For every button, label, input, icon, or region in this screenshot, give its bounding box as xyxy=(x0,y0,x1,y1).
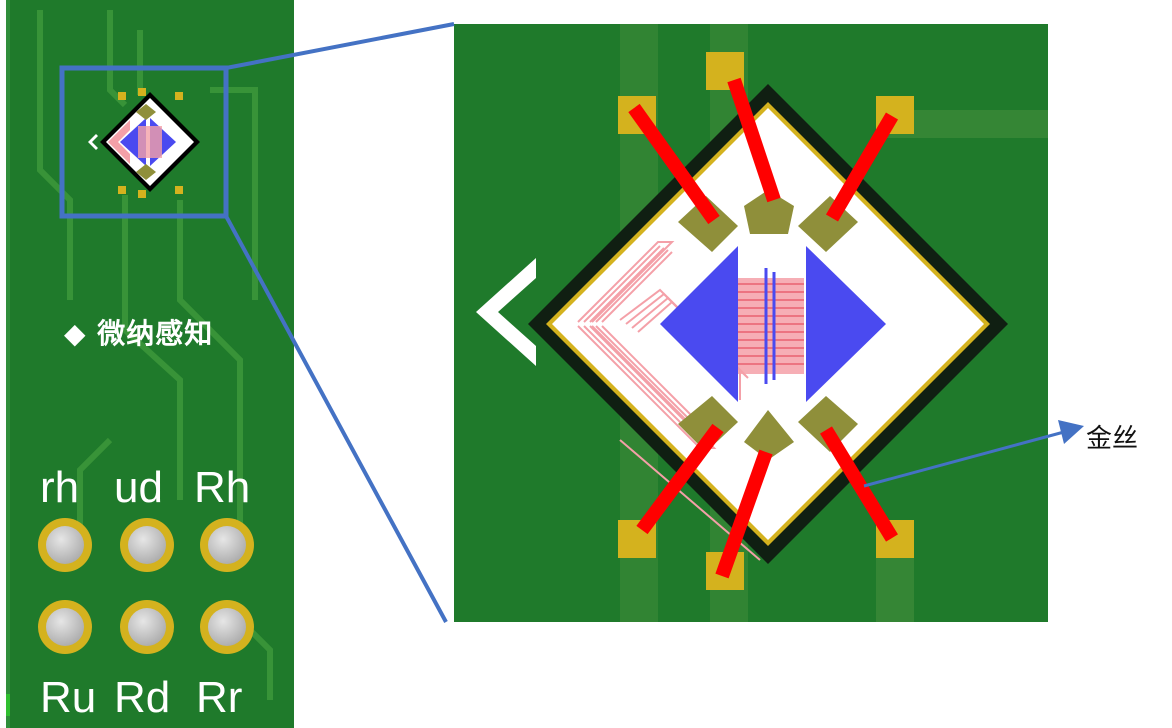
zoom-view xyxy=(454,24,1048,622)
pcb-board-edge xyxy=(6,0,10,728)
pin-label-Rr: Rr xyxy=(196,673,243,722)
zoom-line-bottom xyxy=(224,215,448,623)
chip-pad-br xyxy=(798,396,858,452)
electrode-right xyxy=(806,246,886,402)
zoom-line-top xyxy=(225,22,455,70)
pin-pad-Ru xyxy=(38,600,92,654)
callout-arrow-line xyxy=(863,430,1065,488)
pcb-chip-small xyxy=(88,88,200,198)
board-corner-mark xyxy=(6,694,10,716)
heater-serpentine xyxy=(577,241,761,561)
pin-pad-ud xyxy=(120,518,174,572)
pin-label-Ru: Ru xyxy=(40,673,97,722)
pin-pad-rh xyxy=(38,518,92,572)
sensing-resistor xyxy=(738,278,804,374)
zoom-source-box xyxy=(59,65,229,219)
pin-label-ud: ud xyxy=(114,463,163,512)
chip-pad-tl xyxy=(678,196,738,252)
pin-label-Rd: Rd xyxy=(114,673,171,722)
bond-wires xyxy=(628,77,899,579)
pin-pad-Rd xyxy=(120,600,174,654)
logo-text: 微纳感知 xyxy=(97,317,214,350)
chip-pad-bl xyxy=(678,396,738,452)
pin-label-Rh: Rh xyxy=(194,463,251,512)
pin-pad-Rr xyxy=(200,600,254,654)
logo-icon: ◆ xyxy=(64,317,98,350)
orientation-mark-icon xyxy=(476,258,536,366)
callout-label-gold-wire: 金丝 xyxy=(1086,424,1139,454)
pin-pad-Rh xyxy=(200,518,254,572)
electrode-left xyxy=(660,246,738,402)
chip-pad-b xyxy=(744,410,794,460)
pin-label-rh: rh xyxy=(40,463,80,512)
company-logo: ◆ 微纳感知 xyxy=(64,312,213,352)
chip-pad-t xyxy=(744,190,794,234)
callout-arrowhead-icon xyxy=(1058,420,1084,444)
